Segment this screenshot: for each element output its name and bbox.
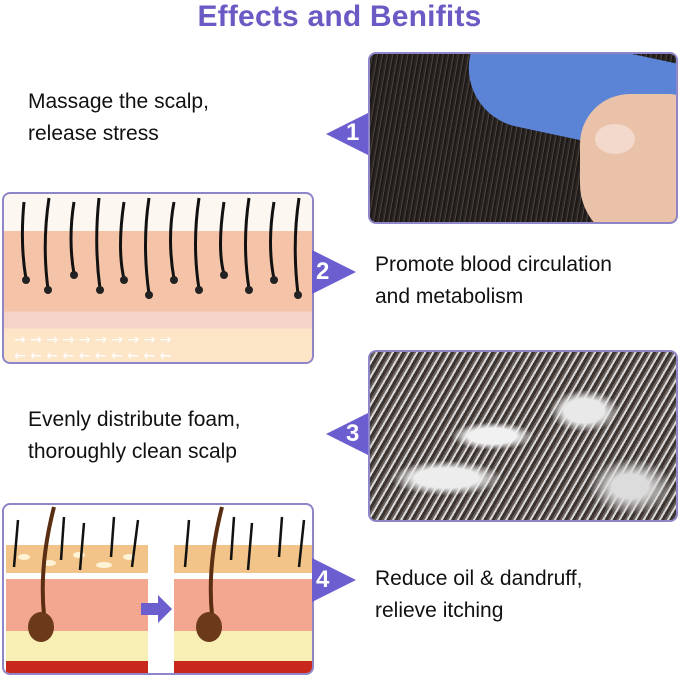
benefit-1-text: Massage the scalp, release stress <box>28 86 209 150</box>
oil-dandruff-illustration <box>2 503 314 675</box>
benefit-2-text: Promote blood circulation and metabolism <box>375 249 612 313</box>
svg-text:← ← ← ← ← ← ← ← ← ←: ← ← ← ← ← ← ← ← ← ← <box>14 348 171 364</box>
benefit-3-line1: Evenly distribute foam, <box>28 408 241 431</box>
badge-number-4: 4 <box>316 566 330 593</box>
blood-circulation-illustration: → → → → → → → → → →← ← ← ← ← ← ← ← ← ← <box>2 192 314 364</box>
hand-shape <box>580 94 676 222</box>
benefit-1-line1: Massage the scalp, <box>28 90 209 113</box>
before-after-skin-graphic <box>6 506 312 673</box>
fingernail <box>595 124 635 154</box>
scalp-massage-photo <box>368 52 678 224</box>
svg-text:→ → → → → → → → → →: → → → → → → → → → → <box>14 332 172 348</box>
number-badge-4 <box>312 558 356 602</box>
benefit-4-line1: Reduce oil & dandruff, <box>375 567 583 590</box>
badge-number-2: 2 <box>316 258 330 285</box>
number-badge-3 <box>326 412 370 456</box>
foam-hair-photo <box>368 350 678 522</box>
benefit-2-line1: Promote blood circulation <box>375 253 612 276</box>
benefit-2-line2: and metabolism <box>375 285 524 308</box>
hair-follicles-graphic: → → → → → → → → → →← ← ← ← ← ← ← ← ← ← <box>14 197 302 364</box>
benefit-1-line2: release stress <box>28 122 159 145</box>
before-skin <box>6 545 148 673</box>
benefit-4-line2: relieve itching <box>375 599 504 622</box>
badge-number-1: 1 <box>346 119 360 146</box>
number-badge-2 <box>312 250 356 294</box>
page-title: Effects and Benifits <box>197 0 482 33</box>
benefit-3-line2: thoroughly clean scalp <box>28 440 237 463</box>
benefit-3-text: Evenly distribute foam, thoroughly clean… <box>28 404 240 468</box>
badge-number-3: 3 <box>346 420 360 447</box>
arrow-right-icon <box>141 595 172 623</box>
number-badge-1 <box>326 112 370 156</box>
after-skin <box>174 545 312 673</box>
benefit-4-text: Reduce oil & dandruff, relieve itching <box>375 563 582 627</box>
